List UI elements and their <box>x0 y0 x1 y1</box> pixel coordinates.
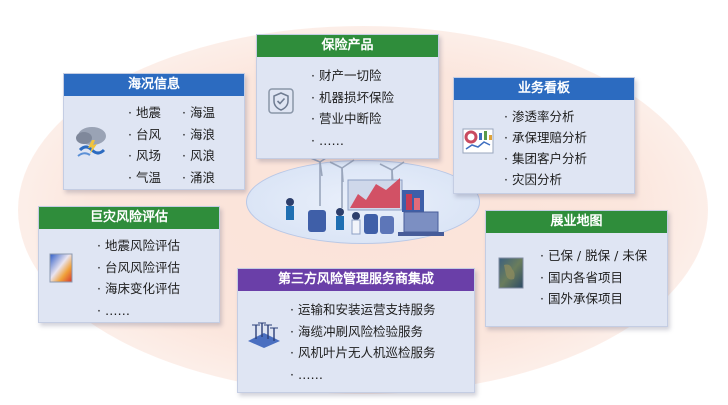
satellite-map-icon <box>498 257 524 289</box>
thirdparty-item: · 风机叶片无人机巡检服务 <box>290 345 436 360</box>
dashboard-charts-icon <box>462 128 494 154</box>
ocean-item: · 台风 <box>128 126 161 142</box>
card-catastrophe-risk: 巨灾风险评估 · 地震风险评估 · 台风风险评估 · 海床变化评估 · …… <box>38 206 220 323</box>
shield-check-icon <box>268 88 294 114</box>
card-title: 业务看板 <box>454 78 634 100</box>
catastrophe-item: · …… <box>97 302 130 318</box>
dashboard-item: · 集团客户分析 <box>504 151 587 166</box>
ocean-item: · 气温 <box>128 169 161 185</box>
card-title: 海况信息 <box>64 74 244 96</box>
card-business-map: 展业地图 · 已保 / 脱保 / 未保 · 国内各省项目 · 国外承保项目 <box>485 210 668 327</box>
offshore-wind-farm-icon <box>248 322 280 348</box>
dashboard-item: · 承保理赔分析 <box>504 130 587 145</box>
ocean-item: · 涌浪 <box>182 169 215 185</box>
ocean-item: · 海浪 <box>182 126 215 142</box>
map-item: · 国外承保项目 <box>540 291 623 306</box>
card-ocean-info: 海况信息 · 地震 · 海温 · 台风 · 海浪 · 风场 · 风浪 · 气温 … <box>63 73 245 190</box>
thirdparty-item: · 海缆冲刷风险检验服务 <box>290 323 423 339</box>
center-illustration <box>286 153 444 236</box>
weather-storm-icon <box>76 127 106 157</box>
catastrophe-item: · 台风风险评估 <box>97 259 180 275</box>
card-title: 展业地图 <box>486 211 667 233</box>
card-title: 巨灾风险评估 <box>39 207 219 229</box>
risk-heatmap-icon <box>49 253 73 283</box>
insurance-item: · 机器损坏保险 <box>311 89 394 105</box>
card-insurance-products: 保险产品 · 财产一切险 · 机器损坏保险 · 营业中断险 · …… <box>256 34 439 159</box>
dashboard-item: · 灾因分析 <box>504 172 562 187</box>
card-title: 保险产品 <box>257 35 438 57</box>
card-third-party-integration: 第三方风险管理服务商集成 · 运输和安装运营支持服务 · 海缆冲刷风险检验服务 … <box>237 268 475 393</box>
ocean-item: · 风浪 <box>182 148 215 163</box>
map-item: · 国内各省项目 <box>540 269 623 285</box>
catastrophe-item: · 地震风险评估 <box>97 238 180 253</box>
dashboard-item: · 渗透率分析 <box>504 109 575 124</box>
card-title: 第三方风险管理服务商集成 <box>238 269 474 291</box>
thirdparty-item: · 运输和安装运营支持服务 <box>290 302 436 317</box>
insurance-item: · 营业中断险 <box>311 111 382 126</box>
thirdparty-item: · …… <box>290 366 323 382</box>
ocean-item: · 海温 <box>182 105 215 120</box>
insurance-item: · 财产一切险 <box>311 68 382 83</box>
insurance-item: · …… <box>311 132 344 148</box>
catastrophe-item: · 海床变化评估 <box>97 281 180 296</box>
ocean-item: · 风场 <box>128 148 161 163</box>
map-item: · 已保 / 脱保 / 未保 <box>540 248 648 263</box>
card-business-dashboard: 业务看板 · 渗透率分析 · 承保理赔分析 · 集团客户分析 · 灾因分析 <box>453 77 635 194</box>
ocean-item: · 地震 <box>128 105 161 120</box>
